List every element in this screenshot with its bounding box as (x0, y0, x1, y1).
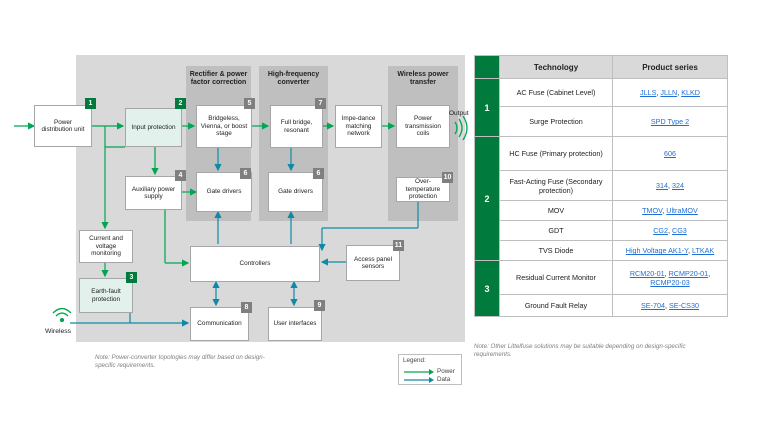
product-cell: SPD Type 2 (612, 106, 728, 137)
tech-cell: Residual Current Monitor (499, 260, 613, 295)
legend: Legend: Power Data (398, 354, 462, 385)
input-protection: Input protection (125, 108, 182, 147)
product-link[interactable]: 324 (672, 181, 684, 190)
table-row: 1 AC Fuse (Cabinet Level) JLLS, JLLN, KL… (474, 78, 728, 137)
controllers: Controllers (190, 246, 320, 282)
table-row: GDT CG2, CG3 (475, 220, 728, 241)
tech-cell: MOV (499, 200, 613, 221)
product-link[interactable]: JLLS (640, 88, 657, 97)
table-header-row: Technology Product series (474, 55, 728, 79)
product-link[interactable]: CG2 (653, 226, 668, 235)
product-link[interactable]: 606 (664, 149, 676, 158)
group-3: 3 (474, 260, 500, 317)
user-interfaces: User interfaces (268, 307, 322, 341)
tech-cell: HC Fuse (Primary protection) (499, 136, 613, 171)
product-cell: 314, 324 (612, 170, 728, 201)
table-row: TVS Diode High Voltage AK1-Y, LTKAK (475, 240, 728, 261)
product-cell: JLLS, JLLN, KLKD (612, 78, 728, 107)
product-link[interactable]: RCMP20-01 (668, 268, 709, 278)
bridgeless-stage: Bridgeless, Vienna, or boost stage (196, 105, 252, 148)
table-note: Note: Other Littelfuse solutions may be … (474, 343, 686, 358)
wireless-label: Wireless (45, 328, 72, 335)
product-link[interactable]: SE-704 (641, 301, 665, 310)
power-transmission-coils: Power transmission coils (396, 105, 450, 148)
table-row: MOV TMOV, UltraMOV (475, 200, 728, 221)
product-link[interactable]: TMOV (642, 206, 663, 215)
table-row: 2 HC Fuse (Primary protection) 606 (474, 136, 728, 261)
tech-cell: TVS Diode (499, 240, 613, 261)
badge-2: 2 (175, 98, 186, 109)
product-link[interactable]: High Voltage AK1-Y (625, 246, 688, 255)
table-row: Fast-Acting Fuse (Secondary protection) … (475, 170, 728, 201)
earth-fault-protection: Earth-fault protection (79, 278, 133, 313)
output-waves-icon (454, 115, 468, 141)
legend-title: Legend: (403, 357, 426, 364)
legend-power-label: Power (437, 368, 455, 375)
badge-6a: 6 (240, 168, 251, 179)
product-link[interactable]: SE-CS30 (669, 301, 699, 310)
wireless-stage-title: Wireless power transfer (397, 71, 449, 86)
impedance-matching-network: Impe-dance matching network (335, 105, 382, 148)
product-cell: RCM20-01, RCMP20-01, RCMP20-03 (612, 260, 728, 295)
badge-1: 1 (85, 98, 96, 109)
over-temperature-protection: Over-temperature protection (396, 177, 450, 202)
output-label: Output (449, 110, 469, 117)
product-cell: 606 (612, 136, 728, 171)
rectifier-stage-title: Rectifier & power factor correction (189, 71, 248, 86)
diagram-note: Note: Power-converter topologies may dif… (95, 354, 265, 369)
tech-cell: Surge Protection (499, 106, 613, 137)
badge-6b: 6 (313, 168, 324, 179)
full-bridge-resonant: Full bridge, resonant (270, 105, 323, 148)
auxiliary-power-supply: Auxiliary power supply (125, 176, 182, 210)
product-link[interactable]: CG3 (672, 226, 687, 235)
table-row: Ground Fault Relay SE-704, SE-CS30 (475, 294, 728, 317)
product-cell: High Voltage AK1-Y, LTKAK (612, 240, 728, 261)
tech-cell: GDT (499, 220, 613, 241)
product-link[interactable]: RCM20-01 (629, 268, 665, 278)
product-link[interactable]: UltraMOV (666, 206, 698, 215)
header-group-cell (474, 55, 500, 79)
badge-7: 7 (315, 98, 326, 109)
group-1: 1 (474, 78, 500, 137)
product-link[interactable]: SPD Type 2 (650, 117, 690, 126)
product-link[interactable]: JLLN (660, 88, 678, 97)
tech-cell: Fast-Acting Fuse (Secondary protection) (499, 170, 613, 201)
badge-10: 10 (442, 172, 453, 183)
product-link[interactable]: RCMP20-03 (650, 277, 690, 287)
power-distribution-unit: Power distribution unit (34, 105, 92, 147)
product-link[interactable]: KLKD (681, 88, 700, 97)
product-cell: TMOV, UltraMOV (612, 200, 728, 221)
product-link[interactable]: 314 (656, 181, 668, 190)
tech-cell: Ground Fault Relay (499, 294, 613, 317)
communication: Communication (190, 307, 249, 341)
badge-8: 8 (241, 302, 252, 313)
badge-3: 3 (126, 272, 137, 283)
product-link[interactable]: LTKAK (691, 246, 715, 255)
product-table: Technology Product series 1 AC Fuse (Cab… (474, 55, 728, 317)
badge-5: 5 (244, 98, 255, 109)
access-panel-sensors: Access panel sensors (346, 245, 400, 281)
legend-power-arrow (429, 369, 434, 375)
product-cell: SE-704, SE-CS30 (612, 294, 728, 317)
table-row: 3 Residual Current Monitor RCM20-01, RCM… (474, 260, 728, 317)
header-technology: Technology (499, 55, 613, 79)
badge-11: 11 (393, 240, 404, 251)
header-product-series: Product series (612, 55, 728, 79)
product-cell: CG2, CG3 (612, 220, 728, 241)
legend-data-arrow (429, 377, 434, 383)
legend-data-label: Data (437, 376, 451, 383)
group-2: 2 (474, 136, 500, 261)
badge-9: 9 (314, 300, 325, 311)
badge-4: 4 (175, 170, 186, 181)
tech-cell: AC Fuse (Cabinet Level) (499, 78, 613, 107)
table-row: Surge Protection SPD Type 2 (475, 106, 728, 137)
wireless-icon (52, 307, 72, 323)
current-voltage-monitoring: Current and voltage monitoring (79, 230, 133, 263)
hf-stage-title: High-frequency converter (267, 71, 320, 86)
